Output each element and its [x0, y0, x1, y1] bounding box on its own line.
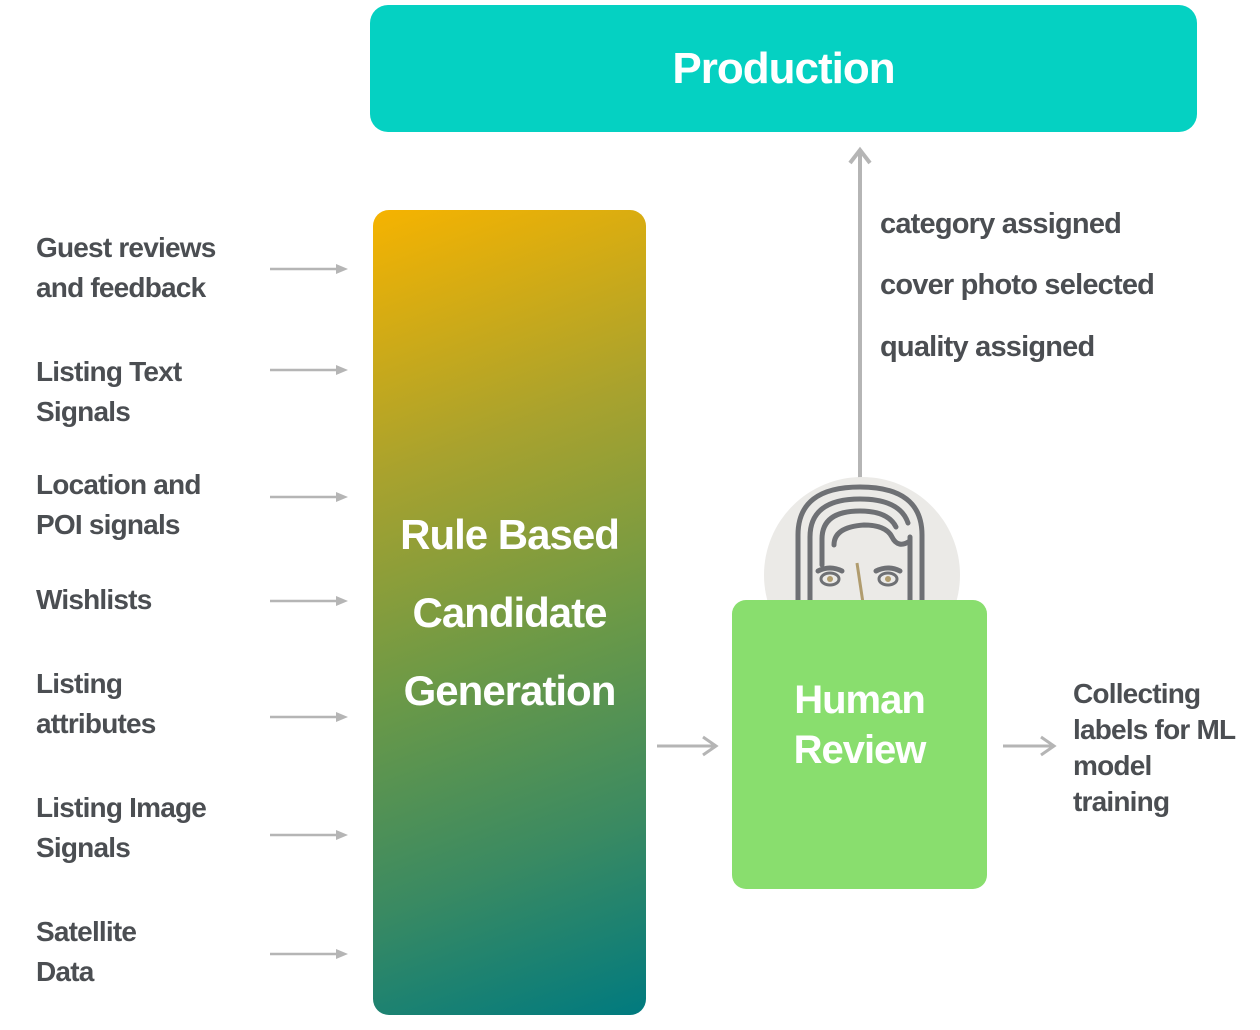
output-quality-assigned: quality assigned [880, 331, 1095, 363]
arrow-right-icon [1003, 735, 1057, 757]
human-review-box: Human Review [732, 600, 987, 889]
arrow-right-icon [270, 949, 348, 959]
output-category-assigned: category assigned [880, 208, 1122, 240]
arrow-right-icon [270, 830, 348, 840]
collecting-labels-text: Collecting labels for ML model training [1073, 678, 1236, 817]
candidate-generation-label: Rule Based Candidate Generation [400, 510, 620, 714]
input-wishlists: Wishlists [36, 584, 152, 615]
production-label: Production [672, 43, 895, 93]
arrow-right-icon [270, 492, 348, 502]
arrow-right-icon [270, 264, 348, 274]
arrow-right-icon [270, 596, 348, 606]
reviewer-face-icon [764, 477, 960, 605]
output-cover-photo-selected: cover photo selected [880, 269, 1155, 301]
arrow-up-to-production-icon [848, 146, 872, 490]
human-review-label: Human Review [793, 677, 927, 772]
arrow-right-icon [657, 735, 719, 757]
candidate-generation-box: Rule Based Candidate Generation [373, 210, 646, 1015]
production-box: Production [370, 5, 1197, 132]
arrow-right-icon [270, 712, 348, 722]
arrow-right-icon [270, 365, 348, 375]
